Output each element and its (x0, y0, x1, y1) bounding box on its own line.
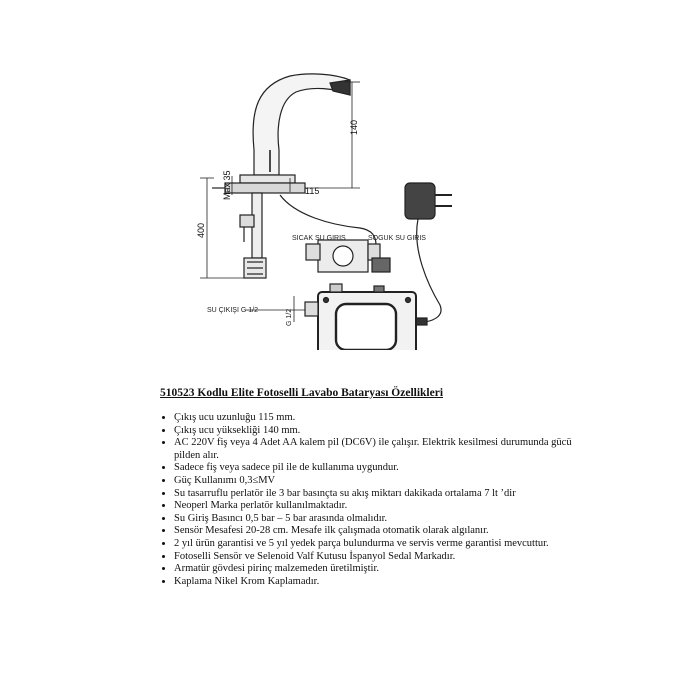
list-item: Güç Kullanımı 0,3≤MV (174, 475, 574, 488)
list-item: Kaplama Nikel Krom Kaplamadır. (174, 576, 574, 589)
label-outlet: SU ÇIKIŞI G 1/2 (207, 307, 258, 314)
faucet-base (239, 174, 296, 184)
list-item: AC 220V fiş veya 4 Adet AA kalem pil (DC… (174, 437, 574, 462)
technical-drawing: 140 115 Max 35 400 SICAK SU GIRIS SOGUK … (196, 73, 452, 350)
adapter-cable (416, 218, 442, 323)
label-cold: SOGUK SU GIRIS (368, 235, 426, 242)
list-item: Su tasarruflu perlatör ile 3 bar basınçt… (174, 488, 574, 501)
list-item: Fotoselli Sensör ve Selenoid Valf Kutusu… (174, 551, 574, 564)
list-item: Çıkış ucu yüksekliği 140 mm. (174, 425, 574, 438)
dim-max: Max 35 (222, 170, 232, 200)
dim-length: 115 (305, 186, 319, 196)
spout-tip (329, 79, 351, 96)
dim-total: 400 (196, 223, 206, 238)
power-adapter (404, 182, 436, 220)
hose (279, 194, 377, 246)
document-title: 510523 Kodlu Elite Fotoselli Lavabo Bata… (160, 387, 444, 399)
list-item: Çıkış ucu uzunluğu 115 mm. (174, 412, 574, 425)
list-item: Su Giriş Basıncı 0,5 bar – 5 bar arasınd… (174, 513, 574, 526)
counter-top (224, 182, 306, 194)
label-hot: SICAK SU GIRIS (292, 235, 346, 242)
dim-height: 140 (349, 120, 359, 135)
list-item: Armatür gövdesi pirinç malzemeden üretil… (174, 563, 574, 576)
list-item: Neoperl Marka perlatör kullanılmaktadır. (174, 500, 574, 513)
list-item: Sensör Mesafesi 20-28 cm. Mesafe ilk çal… (174, 525, 574, 538)
spec-list: Çıkış ucu uzunluğu 115 mm. Çıkış ucu yük… (158, 412, 574, 588)
label-thread: G 1/2 (286, 309, 293, 326)
list-item: 2 yıl ürün garantisi ve 5 yıl yedek parç… (174, 538, 574, 551)
list-item: Sadece fiş veya sadece pil ile de kullan… (174, 462, 574, 475)
